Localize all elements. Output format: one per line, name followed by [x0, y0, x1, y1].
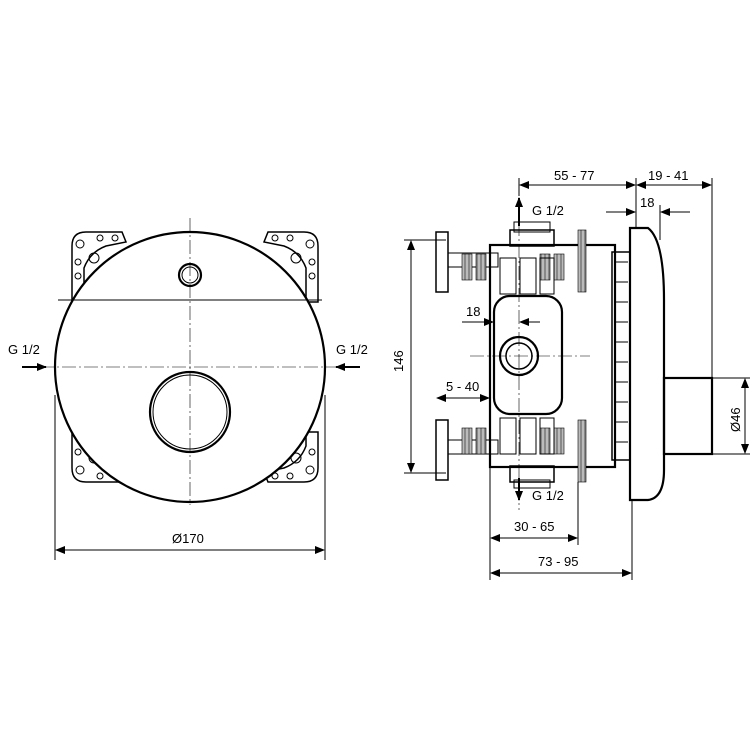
- cover-plate: [628, 226, 666, 502]
- dim-label-18-top: 18: [640, 195, 654, 210]
- top-hole: [177, 262, 203, 288]
- threaded-rod-bottom: [447, 427, 565, 455]
- rear-rib-top: [577, 229, 587, 293]
- bottom-connector: [499, 417, 555, 489]
- valve-body: [488, 243, 617, 469]
- threaded-sleeve: [611, 251, 631, 461]
- mounting-bracket-top-right: [262, 231, 319, 303]
- inlet-left-label: G 1/2: [8, 342, 40, 357]
- central-hub: [148, 370, 232, 454]
- flange-bottom: [435, 419, 449, 481]
- dim-label-30-65: 30 - 65: [514, 519, 554, 534]
- dim-label-73-95: 73 - 95: [538, 554, 578, 569]
- dim-label-18-mid: 18: [466, 304, 480, 319]
- dim-label-5-40: 5 - 40: [446, 379, 479, 394]
- threaded-rod-top: [447, 252, 565, 281]
- mounting-bracket-top-left: [71, 231, 128, 303]
- dim-label-d46: Ø46: [728, 407, 743, 432]
- outlet-spout: [662, 376, 714, 456]
- outlet-bottom-label: G 1/2: [532, 488, 564, 503]
- inlet-right-label: G 1/2: [336, 342, 368, 357]
- dim-label-146: 146: [391, 350, 406, 372]
- front-view: G 1/2 G 1/2 Ø170: [8, 218, 368, 560]
- side-view: G 1/2 G 1/2 55 - 77 19 - 41 18 18 146 5 …: [391, 168, 750, 580]
- outlet-top-label: G 1/2: [532, 203, 564, 218]
- rear-rib-bottom: [577, 419, 587, 483]
- dim-label-55-77: 55 - 77: [554, 168, 594, 183]
- diameter-label: Ø170: [172, 531, 204, 546]
- dim-label-19-41: 19 - 41: [648, 168, 688, 183]
- valve-inner-chamber: [492, 294, 564, 416]
- flange-top: [435, 231, 449, 293]
- top-connector: [499, 221, 555, 295]
